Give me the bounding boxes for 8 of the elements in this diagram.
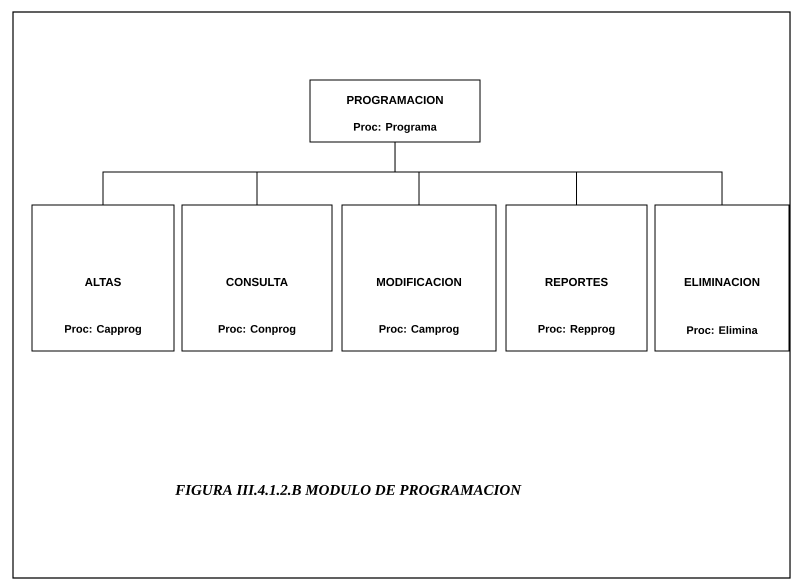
process-box: ALTAS Proc: Capprog	[32, 204, 174, 352]
process-box: MODIFICACION Proc: Camprog	[342, 204, 496, 352]
process-box: PROGRAMACION Proc: Programa	[310, 80, 480, 142]
process-box: ELIMINACION Proc: Elimina	[654, 204, 790, 352]
figure-caption: FIGURA III.4.1.2.B MODULO DE PROGRAMACION	[175, 484, 522, 496]
connector-line	[394, 142, 723, 205]
process-box: REPORTES Proc: Repprog	[506, 204, 648, 352]
process-box: CONSULTA Proc: Conprog	[182, 204, 332, 352]
